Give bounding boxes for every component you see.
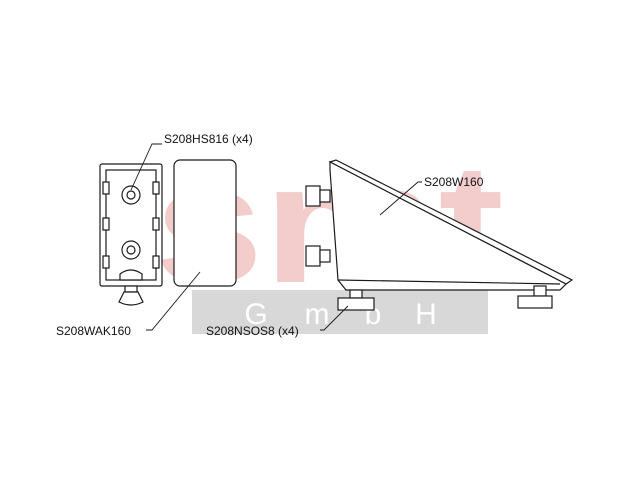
bracket-edge-line xyxy=(337,279,561,285)
slot-right-top xyxy=(152,181,160,195)
end-plate-part xyxy=(99,163,163,306)
screw-socket-icon xyxy=(126,245,136,255)
bottom-nut-right xyxy=(517,295,553,309)
side-nut-bottom xyxy=(305,245,321,267)
bottom-nut-left-shank xyxy=(349,289,363,299)
label-s208hs816: S208HS816 (x4) xyxy=(164,132,253,146)
label-s208w160: S208W160 xyxy=(424,175,484,189)
label-s208wak160: S208WAK160 xyxy=(56,324,131,338)
side-nut-top xyxy=(305,185,321,207)
slot-right-mid xyxy=(152,217,160,231)
leader-hs xyxy=(130,143,162,191)
bottom-nut-right-shank xyxy=(533,285,547,297)
bottom-screw-head-icon xyxy=(118,291,144,306)
watermark-letter-m: m xyxy=(305,298,330,331)
slot-left-bottom xyxy=(102,255,110,269)
bottom-screw-shank xyxy=(124,285,138,293)
leader-nsos xyxy=(320,305,349,331)
end-plate-notch xyxy=(119,269,143,281)
slot-left-mid xyxy=(102,217,110,231)
watermark-letter-g: G xyxy=(244,298,267,331)
leader-lines xyxy=(130,143,422,331)
angle-bracket-part xyxy=(305,159,574,311)
bracket-main-face xyxy=(329,161,568,291)
screw-socket-icon xyxy=(126,190,136,200)
side-nut-top-shank xyxy=(319,189,331,203)
watermark-letter-h: H xyxy=(415,298,437,331)
cover-cap-part xyxy=(173,159,237,287)
leader-w xyxy=(379,181,422,216)
watermark-band xyxy=(192,290,488,334)
slot-left-top xyxy=(102,181,110,195)
side-nut-bottom-shank xyxy=(319,249,331,263)
label-s208nsos8: S208NSOS8 (x4) xyxy=(206,324,299,338)
leader-wak xyxy=(146,271,201,331)
slot-right-bottom xyxy=(152,255,160,269)
bottom-nut-left xyxy=(337,297,375,311)
